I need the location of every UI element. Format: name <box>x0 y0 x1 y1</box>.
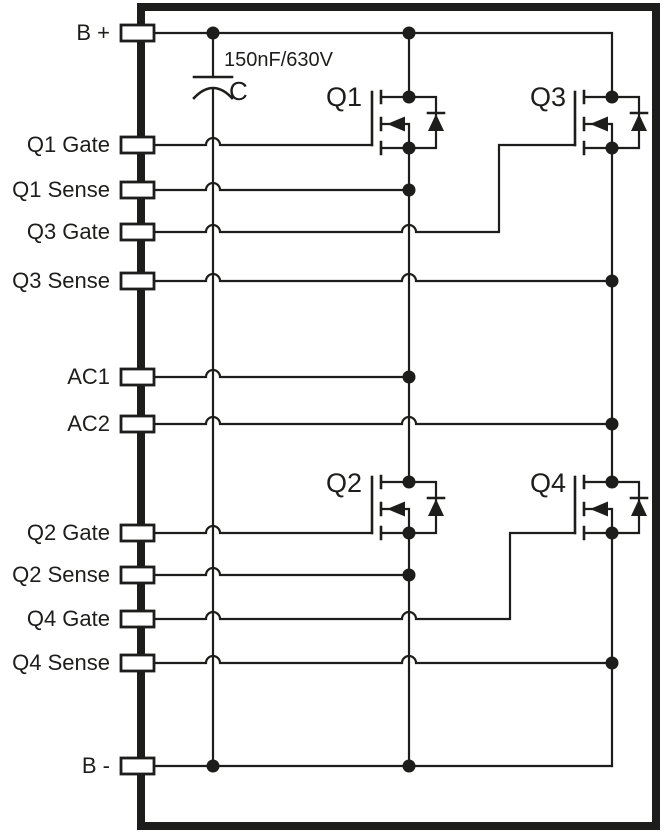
mosfet-q1: Q1 <box>326 82 446 156</box>
wire-q2-gate <box>152 524 374 535</box>
terminal-pad <box>119 135 156 155</box>
wire-q4-sense <box>152 654 614 665</box>
mosfet-q2-label: Q2 <box>326 468 362 498</box>
capacitor-symbol: 150nF/630V C <box>192 49 334 106</box>
terminal-q2-gate: Q2 Gate <box>27 520 156 545</box>
module-outline <box>137 3 660 830</box>
terminal-label: Q2 Gate <box>27 520 110 545</box>
wire-q1-gate <box>152 136 374 147</box>
terminal-label: Q4 Gate <box>27 606 110 631</box>
terminal-b-plus: B + <box>76 20 156 45</box>
terminal-ac1: AC1 <box>67 364 156 389</box>
terminal-label: B + <box>76 20 110 45</box>
wire-ac2 <box>152 415 614 426</box>
terminal-b-minus: B - <box>82 753 156 778</box>
wires <box>152 31 614 768</box>
terminal-q1-gate: Q1 Gate <box>27 132 156 157</box>
wire-q1-sense <box>152 181 411 192</box>
terminal-pad <box>119 180 156 200</box>
terminal-label: AC1 <box>67 364 110 389</box>
terminals: B + Q1 Gate Q1 Sense Q3 Gate Q3 Sense AC… <box>12 20 156 778</box>
mosfet-q1-label: Q1 <box>326 82 362 112</box>
mosfet-q3: Q3 <box>530 82 649 156</box>
junction-dot <box>605 656 619 670</box>
wire-ac1 <box>152 368 411 379</box>
terminal-q1-sense: Q1 Sense <box>12 177 156 202</box>
mosfet-q2: Q2 <box>326 468 446 541</box>
junction-dot <box>206 759 220 773</box>
terminal-label: AC2 <box>67 411 110 436</box>
junction-dot <box>402 183 416 197</box>
terminal-pad <box>119 565 156 585</box>
wire-q3-sense <box>152 272 614 283</box>
terminal-label: Q1 Sense <box>12 177 110 202</box>
terminal-label: Q3 Sense <box>12 268 110 293</box>
terminal-label: Q2 Sense <box>12 562 110 587</box>
terminal-label: Q1 Gate <box>27 132 110 157</box>
terminal-q2-sense: Q2 Sense <box>12 562 156 587</box>
terminal-label: Q4 Sense <box>12 650 110 675</box>
junction-dot <box>402 568 416 582</box>
terminal-q3-gate: Q3 Gate <box>27 219 156 244</box>
terminal-pad <box>119 523 156 543</box>
wire-q2-sense <box>152 566 411 577</box>
junction-dot <box>605 274 619 288</box>
capacitor-value-label: 150nF/630V <box>224 49 334 71</box>
terminal-pad <box>119 756 156 776</box>
terminal-label: B - <box>82 753 110 778</box>
mosfet-q3-label: Q3 <box>530 82 566 112</box>
terminal-q4-sense: Q4 Sense <box>12 650 156 675</box>
terminal-q4-gate: Q4 Gate <box>27 606 156 631</box>
junction-dots <box>206 26 619 773</box>
mosfet-q4-label: Q4 <box>530 468 566 498</box>
wire-q4-gate <box>152 531 577 621</box>
terminal-q3-sense: Q3 Sense <box>12 268 156 293</box>
junction-dot <box>402 26 416 40</box>
junction-dot <box>605 417 619 431</box>
terminal-pad <box>119 367 156 387</box>
mosfet-q4: Q4 <box>530 468 649 541</box>
terminal-pad <box>119 414 156 434</box>
terminal-pad <box>119 222 156 242</box>
terminal-pad <box>119 23 156 43</box>
junction-dot <box>206 26 220 40</box>
capacitor-designator-label: C <box>229 76 248 106</box>
junction-dot <box>402 370 416 384</box>
terminal-pad <box>119 653 156 673</box>
wire-q3-gate <box>152 143 577 234</box>
junction-dot <box>402 759 416 773</box>
terminal-pad <box>119 609 156 629</box>
terminal-label: Q3 Gate <box>27 219 110 244</box>
terminal-pad <box>119 271 156 291</box>
wire-b-plus-rail <box>152 31 614 99</box>
terminal-ac2: AC2 <box>67 411 156 436</box>
